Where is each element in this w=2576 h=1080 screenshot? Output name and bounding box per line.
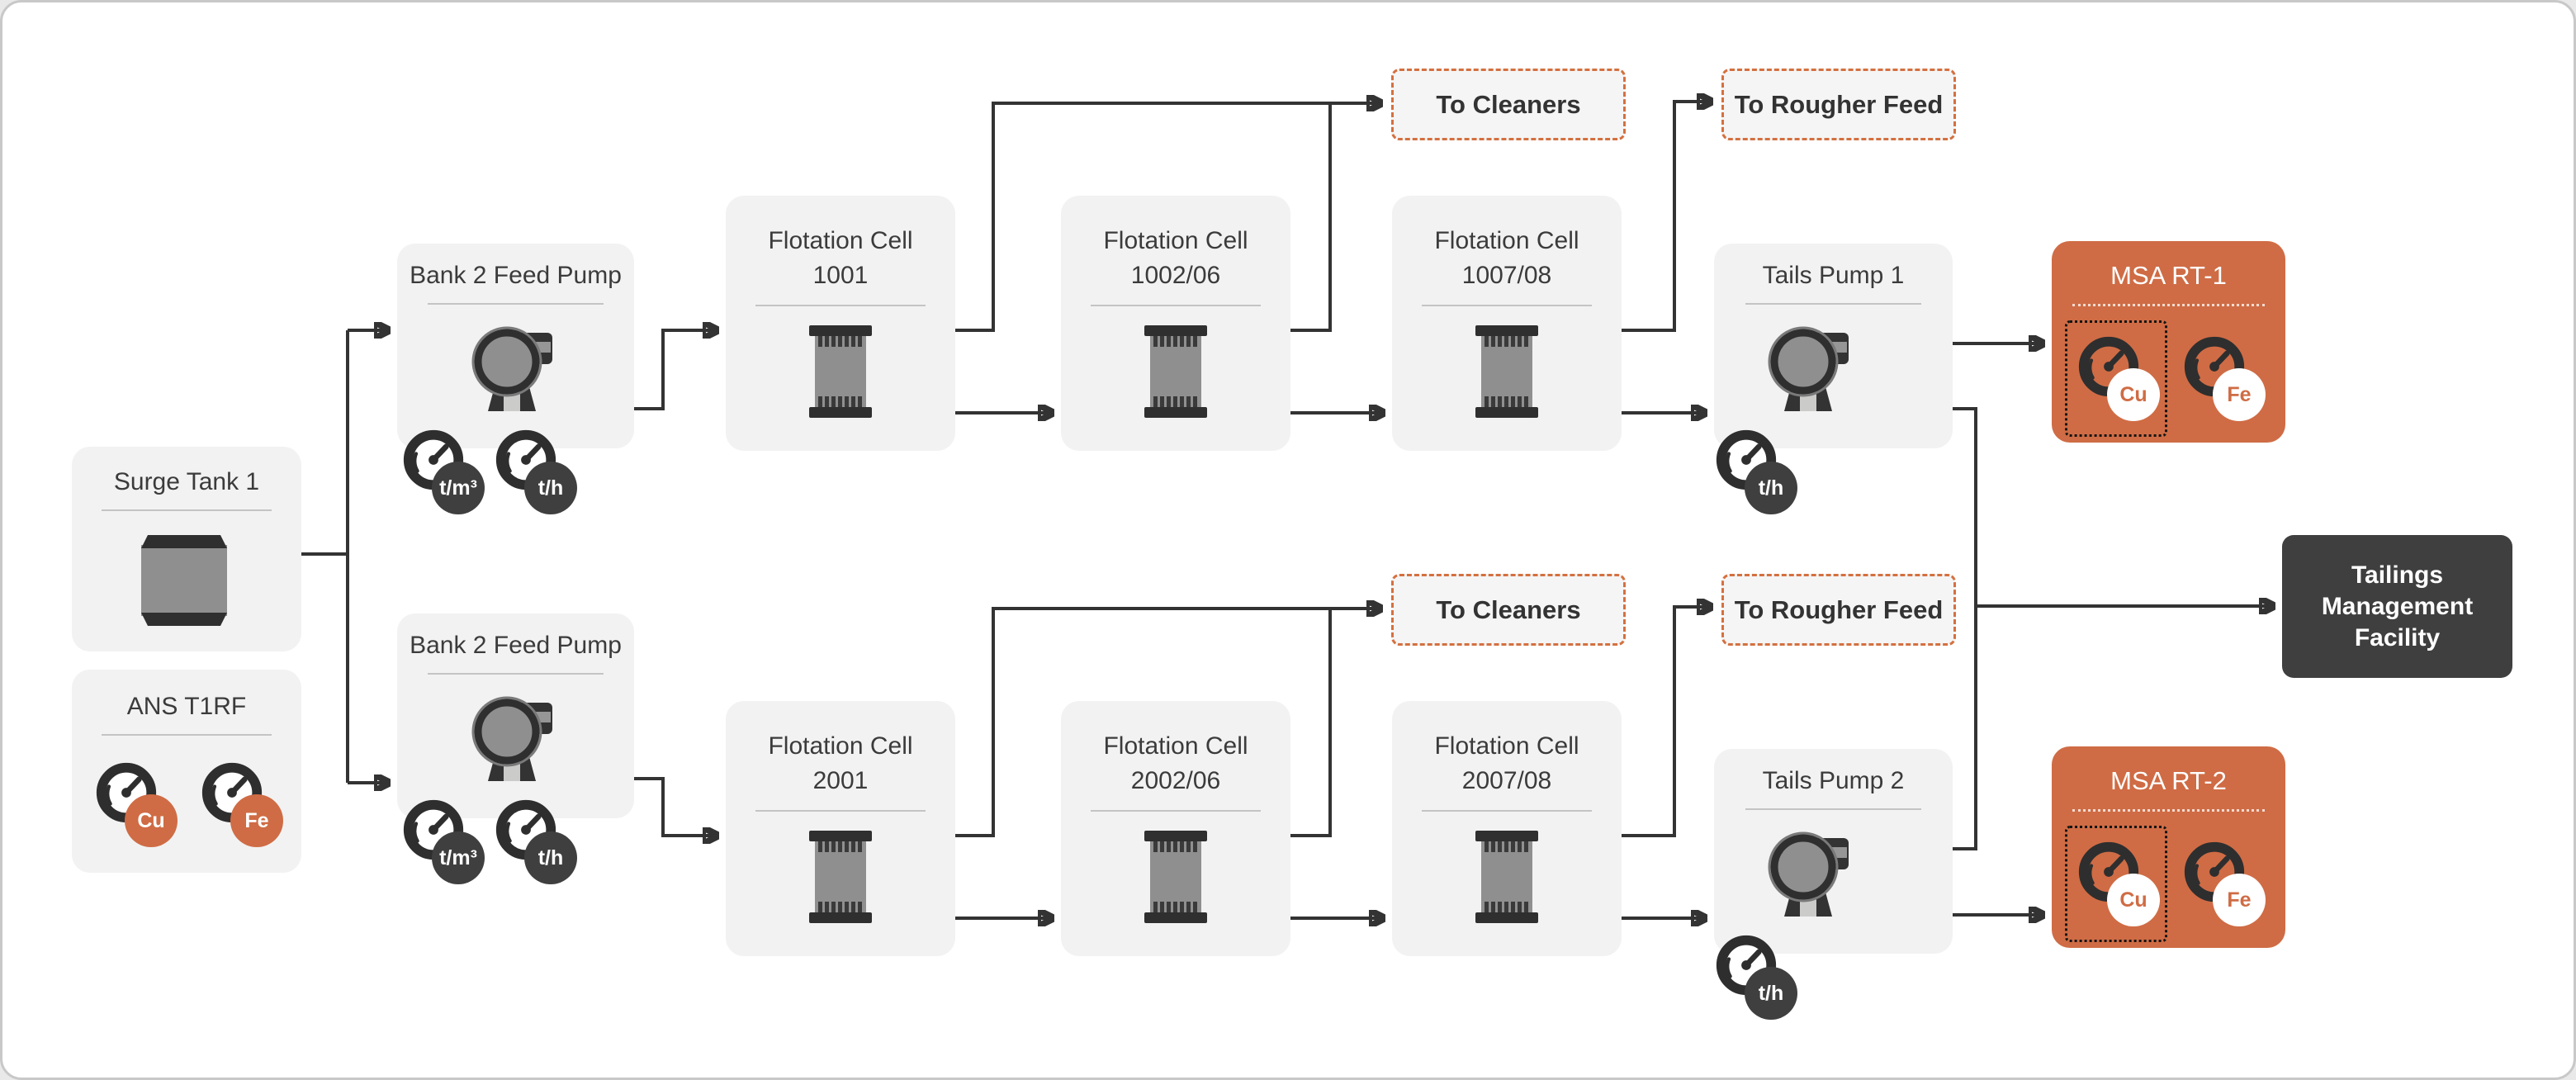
node-unit-number: 1001 xyxy=(812,262,869,289)
gauge-tails-pump-2-throughput[interactable]: t/h xyxy=(1712,931,1797,1020)
node-title: MSA RT-1 xyxy=(2110,261,2227,290)
node-title: Bank 2 Feed Pump xyxy=(410,262,622,289)
gauge-feed-pump-2-throughput[interactable]: t/h xyxy=(491,795,577,884)
gauge-msa-rt-1-cu[interactable]: Cu xyxy=(2074,332,2160,421)
title-divider xyxy=(1091,305,1261,306)
gauge-unit-badge: t/h xyxy=(524,462,577,514)
node-msa-rt-1[interactable]: MSA RT-1 xyxy=(2052,241,2285,443)
gauge-ans-cu[interactable]: Cu xyxy=(92,758,178,847)
title-divider xyxy=(2072,809,2265,812)
title-divider xyxy=(2072,304,2265,306)
pump-icon xyxy=(1768,831,1849,917)
node-unit-number: 1007/08 xyxy=(1461,262,1552,289)
gauge-unit-badge: t/h xyxy=(1745,967,1797,1020)
gauge-feed-pump-1-throughput[interactable]: t/h xyxy=(491,425,577,514)
tmf-title-line: Management xyxy=(2321,592,2474,620)
flow-label-text: To Cleaners xyxy=(1436,594,1581,624)
gauge-msa-rt-2-fe[interactable]: Fe xyxy=(2180,837,2266,926)
node-title: Flotation Cell xyxy=(768,732,913,760)
gauge-tails-pump-1-throughput[interactable]: t/h xyxy=(1712,425,1797,514)
node-flotation-cell-1001[interactable]: Flotation Cell 1001 xyxy=(726,196,955,451)
gauge-unit-badge: Fe xyxy=(2213,368,2266,421)
node-tailings-management-facility[interactable]: Tailings Management Facility xyxy=(2282,535,2512,678)
title-divider xyxy=(428,303,604,305)
gauge-unit-badge: t/m³ xyxy=(432,831,485,884)
tmf-title-line: Tailings xyxy=(2351,561,2444,589)
node-title: ANS T1RF xyxy=(126,693,247,720)
gauge-unit-badge: t/m³ xyxy=(432,462,485,514)
node-title: Bank 2 Feed Pump xyxy=(410,632,622,659)
flotation-cell-icon xyxy=(809,325,872,418)
gauge-unit-badge: t/h xyxy=(524,831,577,884)
gauge-ans-fe[interactable]: Fe xyxy=(197,758,283,847)
gauge-unit-badge: Fe xyxy=(2213,874,2266,926)
selected-gauge-frame xyxy=(2065,320,2167,437)
flotation-cell-icon xyxy=(809,831,872,923)
node-title: Flotation Cell xyxy=(1103,227,1248,254)
gauge-unit-badge: Cu xyxy=(125,794,178,847)
gauge-feed-pump-2-density[interactable]: t/m³ xyxy=(399,795,485,884)
tank-icon xyxy=(141,535,227,626)
title-divider xyxy=(102,734,272,736)
flotation-cell-icon xyxy=(1144,325,1207,418)
flow-label-to-cleaners-bottom: To Cleaners xyxy=(1391,574,1626,646)
selected-gauge-frame xyxy=(2065,826,2167,942)
node-title: Tails Pump 2 xyxy=(1762,767,1905,794)
flotation-cell-icon xyxy=(1475,831,1538,923)
gauge-msa-rt-1-fe[interactable]: Fe xyxy=(2180,332,2266,421)
node-title: Flotation Cell xyxy=(1103,732,1248,760)
node-title: Tails Pump 1 xyxy=(1762,262,1905,289)
node-unit-number: 2007/08 xyxy=(1461,767,1552,794)
node-title: MSA RT-2 xyxy=(2110,766,2227,795)
gauge-unit-badge: Cu xyxy=(2107,368,2160,421)
title-divider xyxy=(1091,810,1261,812)
gauge-unit-badge: Fe xyxy=(230,794,283,847)
node-unit-number: 1002/06 xyxy=(1130,262,1221,289)
title-divider xyxy=(102,509,272,511)
title-divider xyxy=(755,810,926,812)
flow-label-text: To Rougher Feed xyxy=(1734,89,1944,119)
title-divider xyxy=(1422,810,1592,812)
node-title: Flotation Cell xyxy=(1434,227,1579,254)
flotation-cell-icon xyxy=(1144,831,1207,923)
node-title: Flotation Cell xyxy=(1434,732,1579,760)
flow-label-text: To Rougher Feed xyxy=(1734,594,1944,624)
pump-icon xyxy=(471,696,552,781)
pump-icon xyxy=(1768,326,1849,411)
gauge-msa-rt-2-cu[interactable]: Cu xyxy=(2074,837,2160,926)
tmf-title-line: Facility xyxy=(2354,623,2441,651)
title-divider xyxy=(428,673,604,675)
gauge-unit-badge: Cu xyxy=(2107,874,2160,926)
title-divider xyxy=(1745,303,1922,305)
flow-label-to-rougher-feed-top: To Rougher Feed xyxy=(1721,69,1956,140)
node-unit-number: 2002/06 xyxy=(1130,767,1221,794)
title-divider xyxy=(755,305,926,306)
node-title: Flotation Cell xyxy=(768,227,913,254)
flotation-cell-icon xyxy=(1475,325,1538,418)
flow-label-to-cleaners-top: To Cleaners xyxy=(1391,69,1626,140)
node-unit-number: 2001 xyxy=(812,767,869,794)
pump-icon xyxy=(471,326,552,411)
flow-label-to-rougher-feed-bottom: To Rougher Feed xyxy=(1721,574,1956,646)
title-divider xyxy=(1422,305,1592,306)
flow-label-text: To Cleaners xyxy=(1436,89,1581,119)
gauge-unit-badge: t/h xyxy=(1745,462,1797,514)
node-flotation-cell-2002-06[interactable]: Flotation Cell 2002/06 xyxy=(1061,701,1290,956)
title-divider xyxy=(1745,808,1922,810)
gauge-feed-pump-1-density[interactable]: t/m³ xyxy=(399,425,485,514)
node-title: Surge Tank 1 xyxy=(113,468,260,495)
